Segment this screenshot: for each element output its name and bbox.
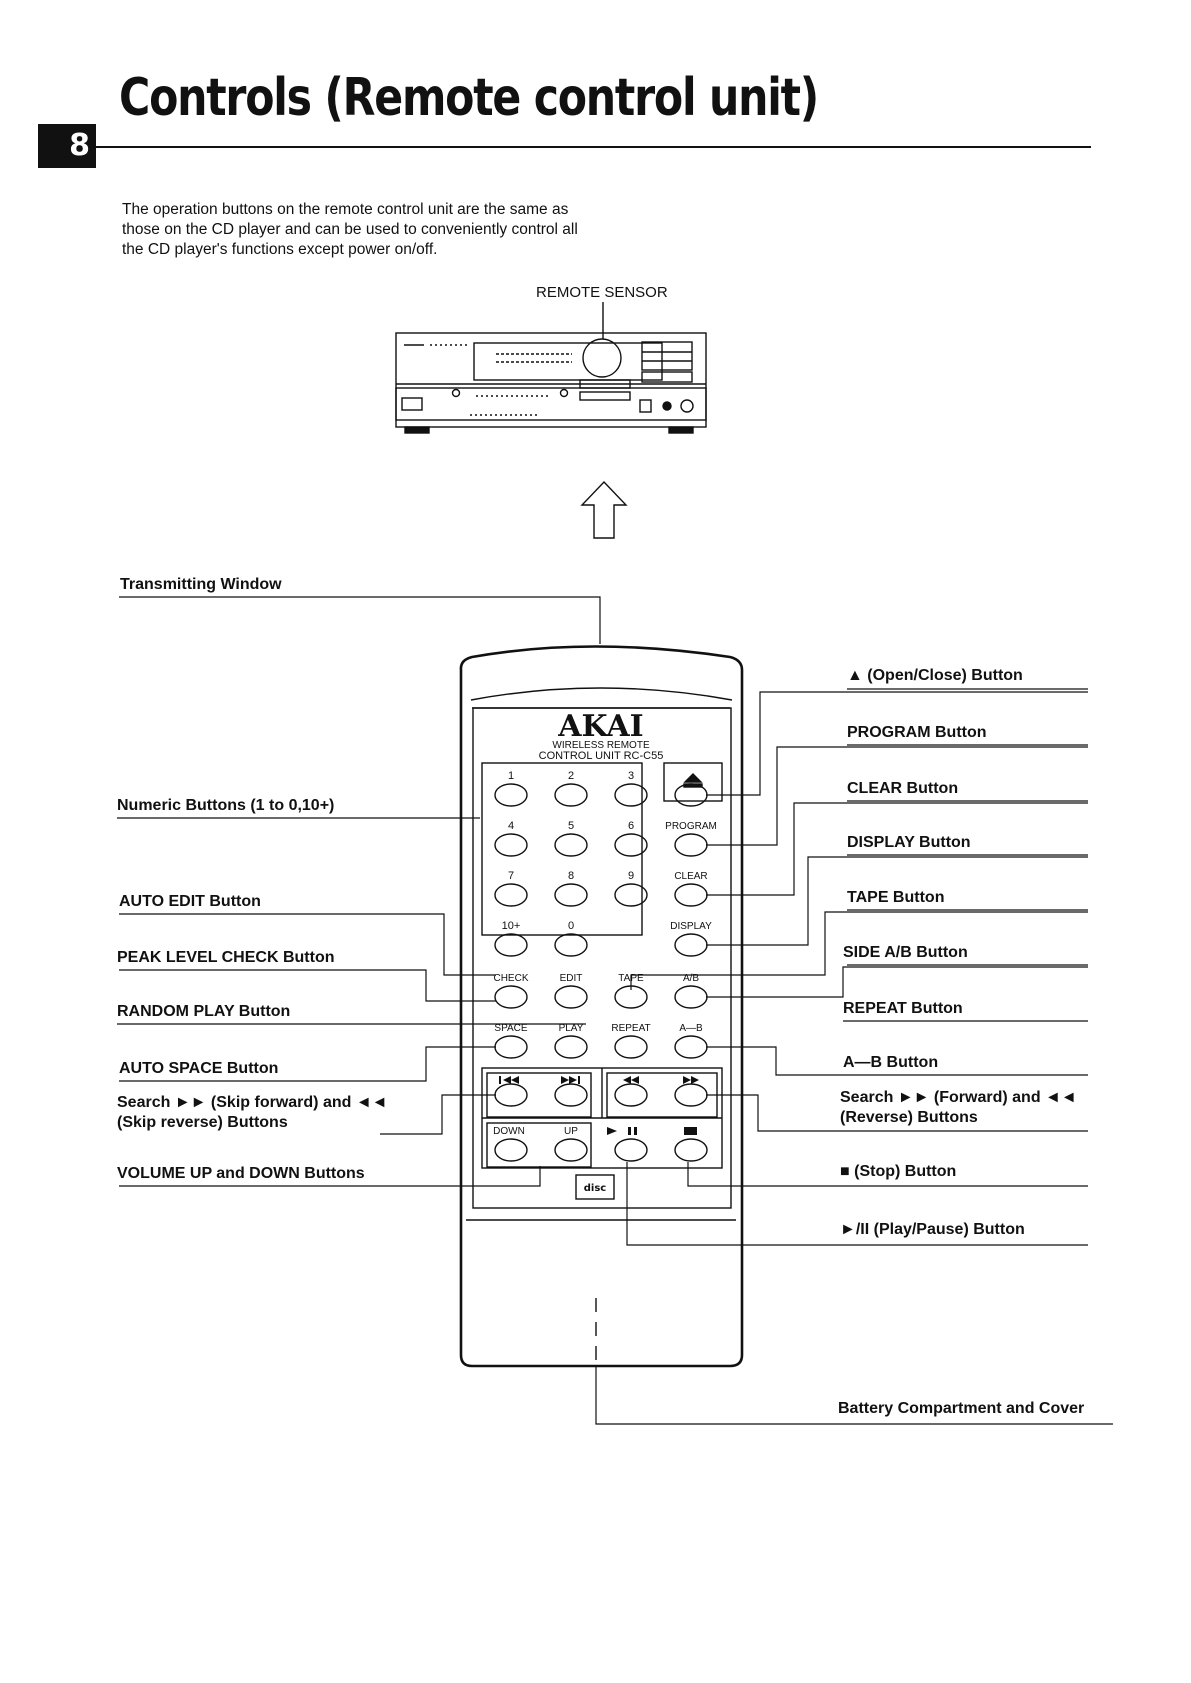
key-label-5: 5 bbox=[568, 820, 574, 832]
intro-paragraph: The operation buttons on the remote cont… bbox=[122, 201, 578, 258]
key-label-down: DOWN bbox=[493, 1126, 525, 1137]
callout-program: PROGRAM Button bbox=[847, 724, 987, 741]
key-label-repeat: REPEAT bbox=[611, 1023, 650, 1034]
key-label-9: 9 bbox=[628, 870, 634, 882]
page-title: Controls (Remote control unit) bbox=[119, 68, 819, 128]
key-label-10plus: 10+ bbox=[502, 920, 521, 932]
key-label-1: 1 bbox=[508, 770, 514, 782]
key-label-0: 0 bbox=[568, 920, 574, 932]
key-label-a-b: A—B bbox=[679, 1023, 703, 1034]
fast-forward-icon bbox=[683, 1076, 699, 1084]
key-label-display: DISPLAY bbox=[670, 921, 712, 932]
callout-numeric-buttons: Numeric Buttons (1 to 0,10+) bbox=[117, 797, 335, 814]
callout-search-forward-reverse: Search ►► (Forward) and ◄◄ (Reverse) But… bbox=[840, 1089, 1077, 1126]
leader-lines-left bbox=[117, 596, 601, 1187]
key-label-4: 4 bbox=[508, 820, 514, 832]
callout-side-ab: SIDE A/B Button bbox=[843, 944, 968, 961]
callout-auto-edit: AUTO EDIT Button bbox=[119, 893, 261, 910]
key-label-6: 6 bbox=[628, 820, 634, 832]
callout-volume: VOLUME UP and DOWN Buttons bbox=[117, 1165, 365, 1182]
key-label-up: UP bbox=[564, 1126, 578, 1137]
key-label-ab-side: A/B bbox=[683, 973, 699, 984]
callout-auto-space: AUTO SPACE Button bbox=[119, 1060, 279, 1077]
callout-display: DISPLAY Button bbox=[847, 834, 971, 851]
callout-transmitting-window: Transmitting Window bbox=[120, 576, 282, 593]
key-label-tape: TAPE bbox=[618, 973, 644, 984]
cd-player-illustration bbox=[395, 302, 707, 428]
skip-forward-icon bbox=[561, 1076, 580, 1084]
remote-subtitle-2: CONTROL UNIT RC-C55 bbox=[539, 750, 664, 762]
key-label-edit: EDIT bbox=[560, 973, 583, 984]
transport-icons bbox=[499, 1076, 699, 1135]
callout-tape: TAPE Button bbox=[847, 889, 945, 906]
remote-sensor-label: REMOTE SENSOR bbox=[536, 284, 668, 301]
callout-a-b: A—B Button bbox=[843, 1054, 939, 1071]
callout-peak-level-check: PEAK LEVEL CHECK Button bbox=[117, 949, 335, 966]
skip-reverse-icon bbox=[499, 1076, 519, 1084]
title-rule bbox=[96, 146, 1091, 148]
key-label-clear: CLEAR bbox=[674, 871, 707, 882]
numeric-keys bbox=[494, 783, 648, 957]
page-number: 8 bbox=[38, 124, 96, 168]
play-pause-icon bbox=[607, 1127, 637, 1135]
key-label-7: 7 bbox=[508, 870, 514, 882]
callout-random-play: RANDOM PLAY Button bbox=[117, 1003, 291, 1020]
key-label-2: 2 bbox=[568, 770, 574, 782]
callout-play-pause: ►/II (Play/Pause) Button bbox=[840, 1221, 1025, 1238]
leader-lines-right bbox=[595, 688, 1113, 1425]
key-label-space: SPACE bbox=[494, 1023, 527, 1034]
key-label-play: PLAY bbox=[559, 1023, 584, 1034]
callout-search-skip: Search ►► (Skip forward) and ◄◄ (Skip re… bbox=[117, 1094, 388, 1131]
key-label-check: CHECK bbox=[493, 973, 528, 984]
key-label-3: 3 bbox=[628, 770, 634, 782]
callout-open-close: ▲ (Open/Close) Button bbox=[847, 667, 1023, 684]
callout-repeat: REPEAT Button bbox=[843, 1000, 963, 1017]
disc-logo: disc bbox=[584, 1183, 607, 1194]
up-arrow bbox=[580, 480, 628, 539]
rewind-icon bbox=[623, 1076, 639, 1084]
remote-body bbox=[459, 645, 744, 1368]
stop-icon bbox=[684, 1127, 697, 1135]
numeric-block bbox=[481, 762, 643, 936]
key-label-program: PROGRAM bbox=[665, 821, 717, 832]
key-label-8: 8 bbox=[568, 870, 574, 882]
callout-stop: ■ (Stop) Button bbox=[840, 1163, 957, 1180]
callout-battery-compartment: Battery Compartment and Cover bbox=[838, 1400, 1085, 1417]
remote-brand: AKAI bbox=[557, 709, 643, 744]
callout-clear: CLEAR Button bbox=[847, 780, 959, 797]
remote-subtitle-1: WIRELESS REMOTE bbox=[552, 740, 650, 751]
